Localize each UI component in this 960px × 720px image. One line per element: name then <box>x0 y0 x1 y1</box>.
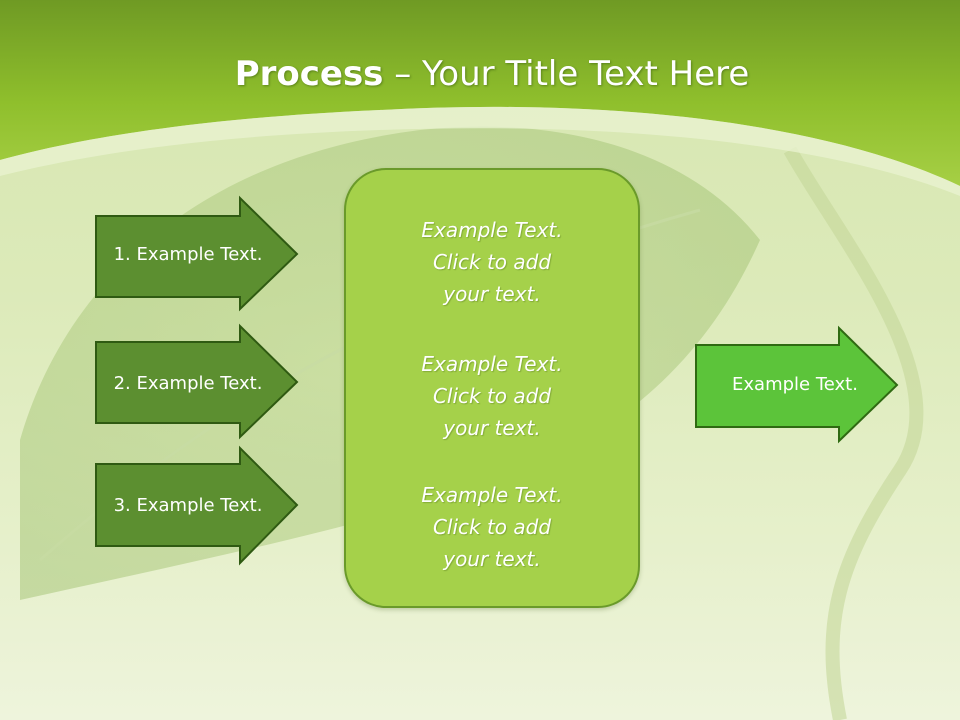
center-process-box[interactable]: Example Text. Click to add your text. Ex… <box>344 168 640 608</box>
input-arrow-1[interactable]: 1. Example Text. <box>95 195 299 312</box>
banner-swoosh <box>0 106 960 196</box>
stem-curve <box>783 146 924 720</box>
input-arrow-label: 3. Example Text. <box>113 494 263 516</box>
input-arrow-label: 2. Example Text. <box>113 372 263 394</box>
title-banner <box>0 0 960 186</box>
center-text-block-3: Example Text. Click to add your text. <box>421 483 563 571</box>
input-arrow-label: 1. Example Text. <box>113 243 263 265</box>
input-arrow-2[interactable]: 2. Example Text. <box>95 323 299 440</box>
slide-title: Process – Your Title Text Here <box>0 52 960 96</box>
center-text-block-2: Example Text. Click to add your text. <box>421 352 563 440</box>
output-arrow[interactable]: Example Text. <box>695 325 899 444</box>
arrow-shape <box>95 323 299 440</box>
arrow-shape <box>695 325 899 444</box>
arrow-shape <box>95 195 299 312</box>
input-arrow-3[interactable]: 3. Example Text. <box>95 445 299 566</box>
title-bold: Process <box>234 54 384 94</box>
title-rest: – Your Title Text Here <box>383 54 750 94</box>
arrow-shape <box>95 445 299 566</box>
output-arrow-label: Example Text. <box>732 373 858 395</box>
center-text-block-1: Example Text. Click to add your text. <box>421 218 563 306</box>
